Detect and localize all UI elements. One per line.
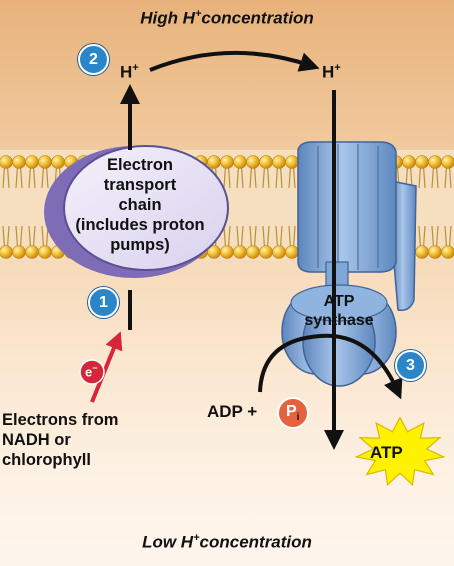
- lipid-head: [233, 155, 247, 169]
- lipid-head: [25, 155, 39, 169]
- electron-source-label: Electrons from NADH or chlorophyll: [2, 411, 119, 469]
- lipid-head: [441, 245, 454, 259]
- atp-label: ATP: [370, 443, 403, 462]
- lipid-head: [415, 155, 429, 169]
- lipid-head: [272, 245, 286, 259]
- lipid-head: [0, 245, 13, 259]
- electron-arrow: [90, 331, 123, 403]
- lipid-head: [285, 245, 299, 259]
- lipid-head: [259, 155, 273, 169]
- proton-label-right: H+: [322, 62, 341, 82]
- atp-burst-icon: [354, 416, 446, 487]
- lipid-head: [233, 245, 247, 259]
- high-concentration-label: High H+concentration: [140, 8, 314, 28]
- electron-symbol: e−: [85, 363, 98, 380]
- step-3-badge: 3: [395, 350, 426, 381]
- lipid-head: [0, 155, 13, 169]
- step-1-badge: 1: [88, 287, 119, 318]
- atp-synthase-label: ATP synthase: [304, 293, 374, 329]
- adp-label: ADP +: [207, 402, 258, 421]
- lipid-head: [38, 245, 52, 259]
- lipid-head: [25, 245, 39, 259]
- phosphate-icon: [277, 397, 309, 429]
- lipid-head: [428, 245, 442, 259]
- electron-icon: [79, 359, 105, 385]
- lipid-head: [415, 245, 429, 259]
- step-2-badge: 2: [78, 44, 109, 75]
- lipid-head: [38, 155, 52, 169]
- proton-label-left: H+: [120, 62, 139, 82]
- low-concentration-label: Low H+concentration: [142, 532, 312, 552]
- atp-synthase-protein: [281, 141, 417, 387]
- lipid-head: [12, 155, 26, 169]
- lipid-head: [246, 155, 260, 169]
- lipid-head: [285, 155, 299, 169]
- electron-transport-chain-protein: [44, 145, 229, 278]
- lipid-head: [246, 245, 260, 259]
- phosphate-symbol: Pi: [286, 403, 300, 424]
- lipid-head: [12, 245, 26, 259]
- lipid-head: [259, 245, 273, 259]
- lipid-head: [272, 155, 286, 169]
- lipid-head: [428, 155, 442, 169]
- lipid-head: [441, 155, 454, 169]
- atp-formation-arrow: [258, 333, 403, 400]
- proton-gradient-arrow: [149, 51, 320, 72]
- electron-transport-chain-label: Electron transport chain (includes proto…: [75, 156, 205, 254]
- lipid-head: [402, 155, 416, 169]
